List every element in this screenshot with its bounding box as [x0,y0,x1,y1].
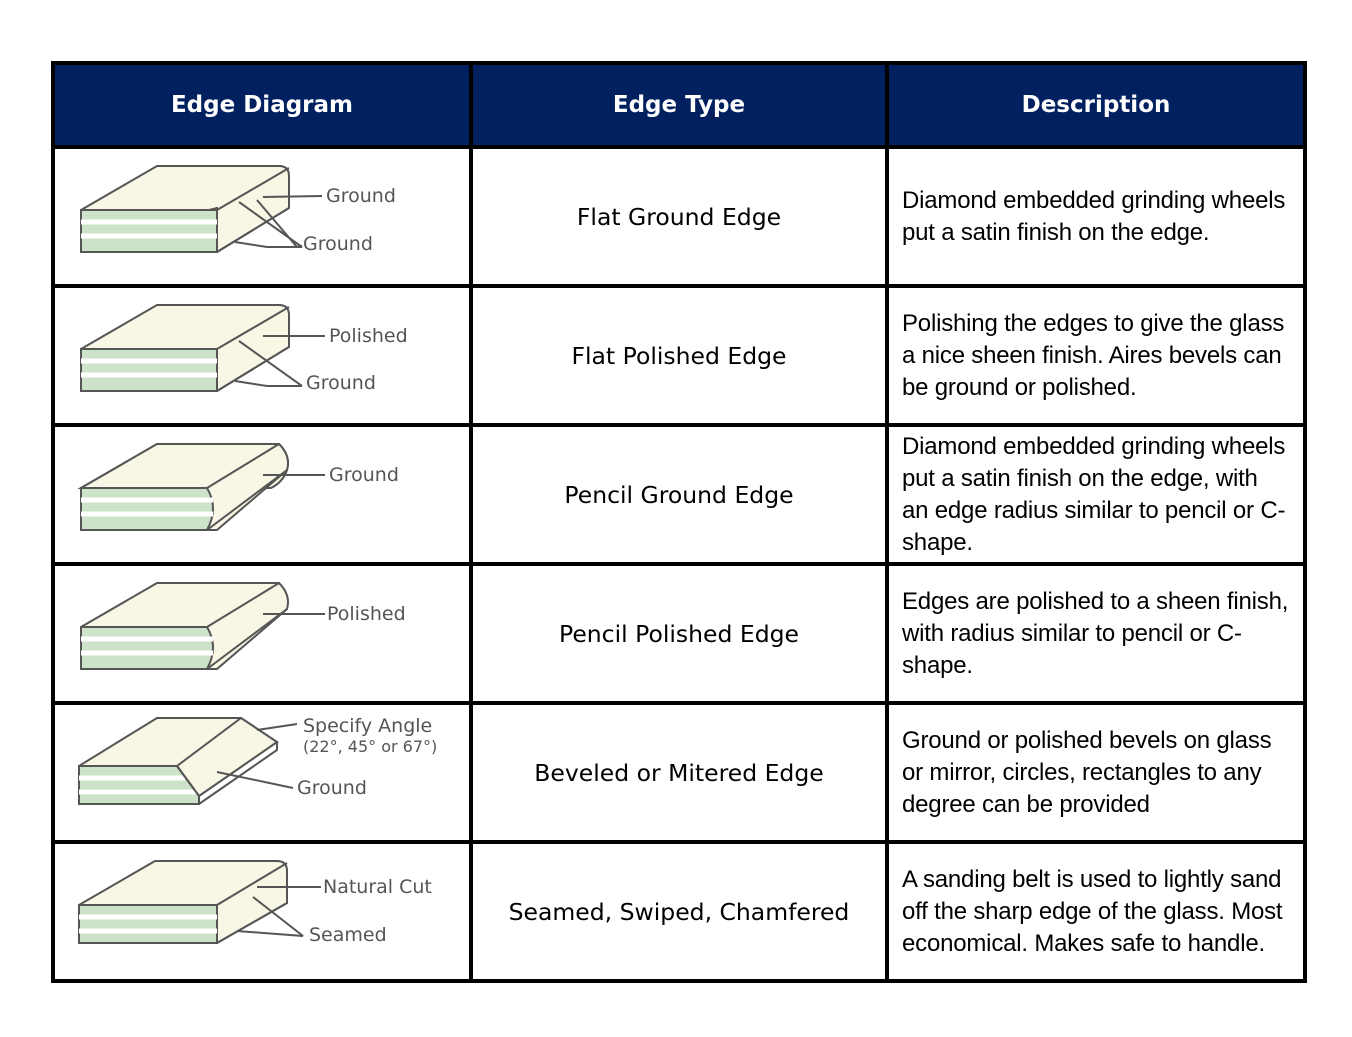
header-edge-type: Edge Type [469,61,889,149]
table-row: Polished Pencil Polished Edge Edges are … [51,562,1307,705]
edge-type-cell: Flat Ground Edge [469,145,889,288]
edge-type-cell: Pencil Ground Edge [469,423,889,566]
header-description: Description [885,61,1307,149]
pencil-polished-edge-diagram: Polished [80,581,406,670]
edge-description-cell: Edges are polished to a sheen finish, wi… [885,562,1307,705]
diagram-label: Ground [329,464,399,486]
diagram-label: Ground [326,185,396,207]
edge-type-cell: Beveled or Mitered Edge [469,701,889,844]
edge-type-cell: Seamed, Swiped, Chamfered [469,840,889,983]
edge-diagram-cell: Ground [51,423,473,566]
diagram-label: Ground [306,372,376,394]
edge-diagram-cell: Ground Ground [51,145,473,288]
diagram-label: Natural Cut [323,876,432,898]
edge-diagram-cell: Polished [51,562,473,705]
edge-type-cell: Flat Polished Edge [469,284,889,427]
edge-diagram-cell: Polished Ground [51,284,473,427]
diagram-label: Polished [327,603,406,625]
table-row: Polished Ground Flat Polished Edge Polis… [51,284,1307,427]
edge-description-cell: Ground or polished bevels on glass or mi… [885,701,1307,844]
seamed-edge-diagram: Natural Cut Seamed [78,859,432,946]
table-row: Ground Ground Flat Ground Edge Diamond e… [51,145,1307,288]
diagram-label: Specify Angle [303,715,432,737]
edge-description-cell: Polishing the edges to give the glass a … [885,284,1307,427]
header-edge-diagram: Edge Diagram [51,61,473,149]
edge-diagram-cell: Specify Angle (22°, 45° or 67°) Ground [51,701,473,844]
edge-description-cell: A sanding belt is used to lightly sand o… [885,840,1307,983]
edge-diagram-cell: Natural Cut Seamed [51,840,473,983]
diagram-label: (22°, 45° or 67°) [303,737,437,756]
pencil-ground-edge-diagram: Ground [77,442,399,531]
diagram-label: Ground [297,777,367,799]
diagram-label: Ground [303,233,373,255]
table-row: Ground Pencil Ground Edge Diamond embedd… [51,423,1307,566]
table-header-row: Edge Diagram Edge Type Description [51,61,1307,149]
edge-type-cell: Pencil Polished Edge [469,562,889,705]
edge-description-cell: Diamond embedded grinding wheels put a s… [885,423,1307,566]
flat-ground-edge-diagram: Ground Ground [80,164,396,255]
flat-polished-edge-diagram: Polished Ground [80,303,408,394]
table-row: Specify Angle (22°, 45° or 67°) Ground B… [51,701,1307,844]
table-row: Natural Cut Seamed Seamed, Swiped, Chamf… [51,840,1307,983]
edge-types-table: Edge Diagram Edge Type Description [51,61,1307,983]
diagram-label: Seamed [309,924,387,946]
beveled-edge-diagram: Specify Angle (22°, 45° or 67°) Ground [78,715,437,805]
edge-description-cell: Diamond embedded grinding wheels put a s… [885,145,1307,288]
diagram-label: Polished [329,325,408,347]
